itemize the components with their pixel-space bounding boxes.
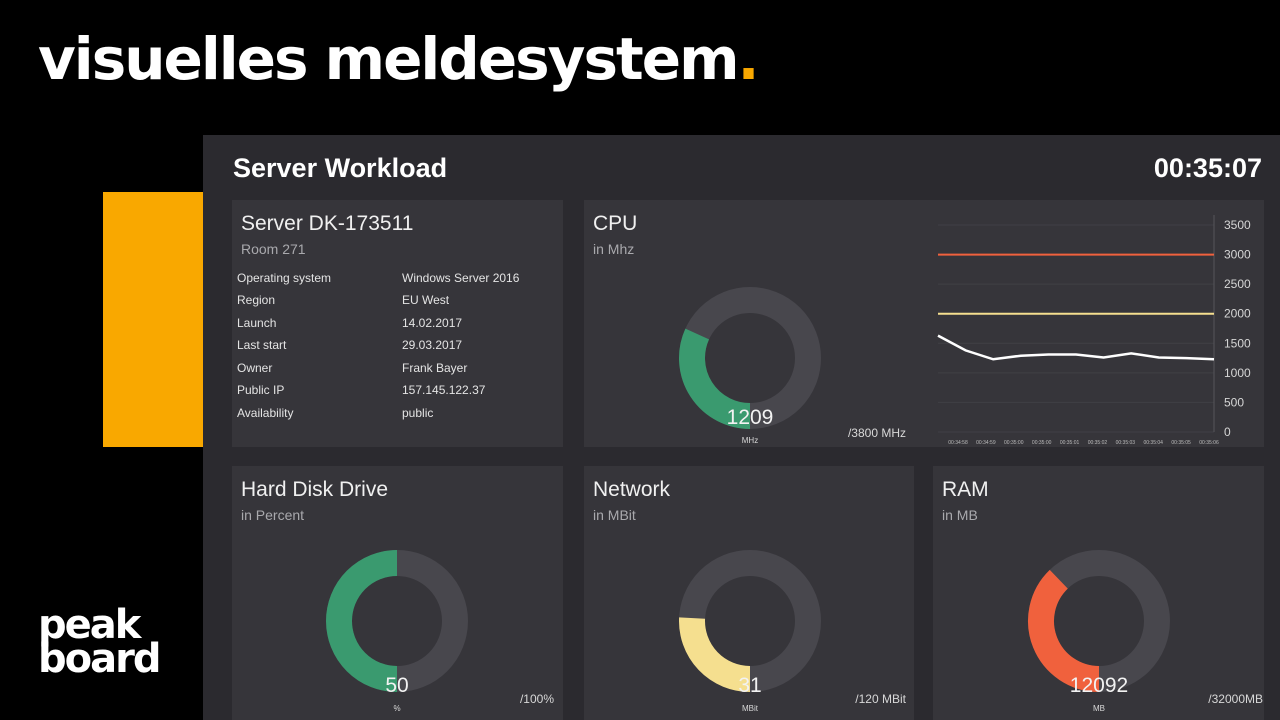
x-tick-label: 00:35:05 [1171, 440, 1191, 446]
x-tick-label: 00:35:04 [1143, 440, 1163, 446]
info-label: Launch [237, 316, 277, 330]
headline-dot: . [737, 25, 760, 93]
server-name: Server DK-173511 [241, 212, 414, 235]
hdd-title: Hard Disk Drive [241, 478, 389, 501]
ram-title: RAM [942, 478, 989, 501]
server-panel: Server DK-173511 Room 271 Operating syst… [232, 200, 563, 447]
info-value: public [402, 406, 434, 420]
y-tick-label: 2500 [1224, 277, 1251, 291]
cpu-panel: CPU in Mhz 1209 MHz /3800 MHz 0 500 1000 15… [584, 200, 1264, 447]
y-tick-label: 3000 [1224, 248, 1251, 262]
dashboard: Server Workload 00:35:07 Server DK-17351… [203, 135, 1280, 720]
network-value: 31 [738, 674, 762, 697]
x-tick-label: 00:35:00 [1004, 440, 1024, 446]
cpu-unit: MHz [741, 436, 759, 445]
cpu-history-chart: 0 500 1000 1500 2000 2500 3000 3500 00:34:58 00:3… [937, 215, 1251, 446]
cpu-title: CPU [593, 212, 638, 235]
info-label: Operating system [237, 271, 332, 285]
info-value: Frank Bayer [402, 361, 468, 375]
info-label: Region [237, 293, 276, 307]
logo-line-2: board [38, 636, 161, 682]
y-tick-label: 1500 [1224, 336, 1251, 350]
gauge-fill [326, 550, 398, 692]
info-value: 29.03.2017 [402, 338, 463, 352]
y-tick-label: 0 [1224, 425, 1231, 439]
headline: visuelles meldesystem. [38, 30, 760, 88]
x-tick-label: 00:35:02 [1088, 440, 1108, 446]
network-title: Network [593, 478, 671, 501]
network-gauge [679, 550, 821, 692]
ram-value: 12092 [1069, 674, 1129, 697]
cpu-max: /3800 MHz [847, 426, 906, 440]
server-room: Room 271 [241, 241, 306, 257]
ram-gauge [1028, 550, 1170, 692]
x-tick-label: 00:34:58 [948, 440, 968, 446]
cpu-gauge [679, 287, 821, 429]
info-label: Owner [237, 361, 273, 375]
network-panel: Network in MBit 31 MBit /120 MBit [584, 466, 914, 720]
ram-unit: MB [1093, 704, 1105, 713]
cpu-subtitle: in Mhz [593, 241, 635, 257]
gauge-fill [679, 328, 751, 429]
x-tick-label: 00:35:01 [1060, 440, 1080, 446]
info-value: EU West [402, 293, 450, 307]
headline-text: visuelles meldesystem [38, 25, 740, 93]
logo-line-1: peak [38, 602, 141, 648]
hdd-value: 50 [385, 674, 409, 697]
ram-max: /32000MB [1208, 692, 1263, 706]
hdd-gauge [326, 550, 468, 692]
info-value: Windows Server 2016 [402, 271, 520, 285]
x-tick-label: 00:34:59 [976, 440, 996, 446]
ram-panel: RAM in MB 12092 MB /32000MB [933, 466, 1264, 720]
x-tick-label: 00:35:03 [1116, 440, 1136, 446]
network-unit: MBit [742, 704, 758, 713]
hdd-max: /100% [519, 692, 554, 706]
y-tick-label: 2000 [1224, 307, 1251, 321]
info-label: Last start [237, 338, 287, 352]
peakboard-logo: peak board [38, 602, 161, 682]
info-value: 157.145.122.37 [402, 383, 486, 397]
hdd-panel: Hard Disk Drive in Percent 50 % /100% [232, 466, 563, 720]
accent-bar [103, 192, 203, 447]
dashboard-clock: 00:35:07 [1153, 153, 1262, 183]
y-tick-label: 500 [1224, 395, 1244, 409]
dashboard-title: Server Workload [233, 153, 448, 183]
x-tick-label: 00:35:06 [1199, 440, 1219, 446]
info-label: Availability [237, 406, 294, 420]
ram-subtitle: in MB [942, 507, 978, 523]
hdd-unit: % [393, 704, 401, 713]
gauge-fill [679, 617, 751, 692]
info-value: 14.02.2017 [402, 316, 463, 330]
hdd-subtitle: in Percent [241, 507, 305, 523]
y-tick-label: 3500 [1224, 218, 1251, 232]
gauge-fill [1028, 569, 1100, 692]
info-label: Public IP [237, 383, 285, 397]
y-tick-label: 1000 [1224, 366, 1251, 380]
network-max: /120 MBit [855, 692, 906, 706]
cpu-value: 1209 [726, 406, 774, 429]
series-line [937, 334, 1215, 361]
network-subtitle: in MBit [593, 507, 636, 523]
x-tick-label: 00:35:00 [1032, 440, 1052, 446]
